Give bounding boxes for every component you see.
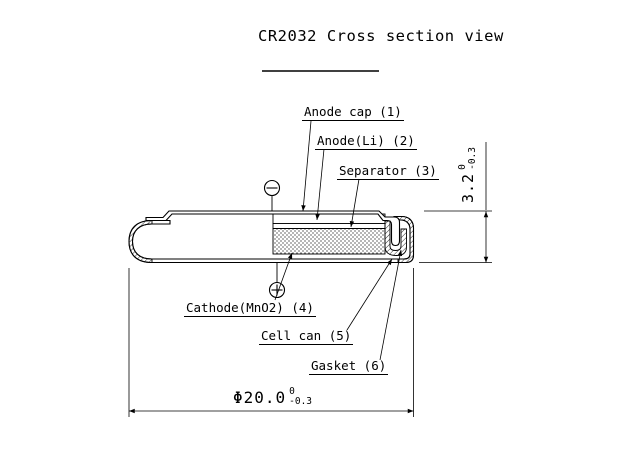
cathode-leader [274,252,293,301]
anode-cap-leader [301,120,312,212]
leader-lines [274,120,403,361]
separator-layer [272,223,386,229]
negative-terminal-icon [263,179,281,211]
diameter-tolerance-lower: -0.3 [289,396,313,407]
cathode-layer [272,228,386,255]
anode-li-layer [272,213,386,224]
diameter-tolerance-upper: 0 [289,386,295,397]
gasket-shape [384,220,407,256]
gasket-label: Gasket (6) [309,358,389,375]
anode-li-label: Anode(Li) (2) [315,133,417,150]
cathode-label: Cathode(MnO2) (4) [184,300,316,317]
height-value: 3.2 [459,172,477,203]
cell-can-label: Cell can (5) [259,328,354,345]
separator-label: Separator (3) [337,163,439,180]
height-dimension-text: 3.2 0 -0.3 [453,135,483,215]
diameter-dimension-text: Φ20.0 0 -0.3 [200,387,345,407]
diameter-tolerance: 0 -0.3 [289,387,312,407]
cell-can-right-rim-hatch [393,216,414,263]
separator-leader [349,178,360,228]
anode-cap-label: Anode cap (1) [302,104,404,121]
anode-li-leader [315,148,325,221]
page-title: CR2032 Cross section view [258,27,504,45]
battery-cross-section [128,210,415,264]
height-tolerance: 0 -0.3 [457,147,478,170]
cell-can-left-rim-hatch [128,220,153,263]
height-dimension-lines [419,142,492,263]
diameter-dimension-lines [128,268,414,417]
height-tolerance-lower: -0.3 [467,147,478,170]
cell-can-leader [346,258,393,331]
diameter-value: Φ20.0 [232,387,287,407]
gasket-leader [379,249,403,361]
